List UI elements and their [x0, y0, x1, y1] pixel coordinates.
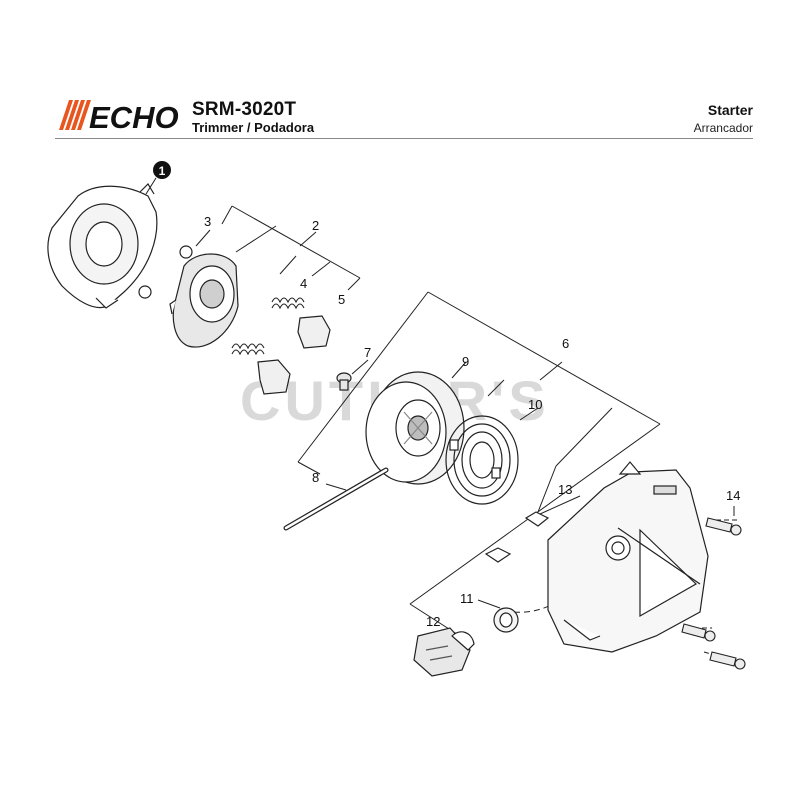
callout-12: 12 — [426, 614, 440, 629]
callout-7: 7 — [364, 345, 371, 360]
callout-6: 6 — [562, 336, 569, 351]
part-1-starter-cover — [47, 183, 158, 309]
part-11-bushing — [493, 607, 519, 633]
model-subtitle: Trimmer / Podadora — [192, 120, 315, 135]
part-5-pawls — [257, 315, 331, 395]
part-2-reel — [169, 253, 239, 348]
callout-4: 4 — [300, 276, 307, 291]
callout-11: 11 — [460, 591, 474, 606]
header-divider — [55, 138, 753, 139]
callout-8: 8 — [312, 470, 319, 485]
callout-9: 9 — [462, 354, 469, 369]
part-10-recoil-spring — [445, 415, 519, 505]
section-title: Starter — [707, 102, 753, 118]
part-13-dampers — [484, 511, 550, 563]
callout-1-badge: 1 — [153, 161, 171, 179]
svg-text:1: 1 — [159, 164, 166, 178]
callout-10: 10 — [528, 397, 542, 412]
part-6-starter-housing — [547, 461, 709, 653]
callout-labels: 2 3 4 5 6 7 8 9 10 11 12 13 14 — [204, 214, 740, 629]
logo-brand-text: ECHO — [89, 100, 179, 135]
section-subtitle: Arrancador — [693, 121, 753, 135]
part-4-springs — [231, 297, 305, 356]
part-12-handle — [413, 627, 475, 677]
callout-2: 2 — [312, 218, 319, 233]
callout-3: 3 — [204, 214, 211, 229]
callout-5: 5 — [338, 292, 345, 307]
callout-14: 14 — [726, 488, 740, 503]
callout-13: 13 — [558, 482, 572, 497]
model-title: SRM-3020T — [192, 99, 297, 120]
part-3-clips — [138, 245, 193, 299]
echo-logo: ECHO — [55, 96, 185, 136]
part-9-pulley — [365, 371, 465, 485]
part-14-bolts — [681, 517, 746, 670]
logo-stripes — [59, 100, 91, 130]
part-7-screw — [336, 372, 352, 391]
